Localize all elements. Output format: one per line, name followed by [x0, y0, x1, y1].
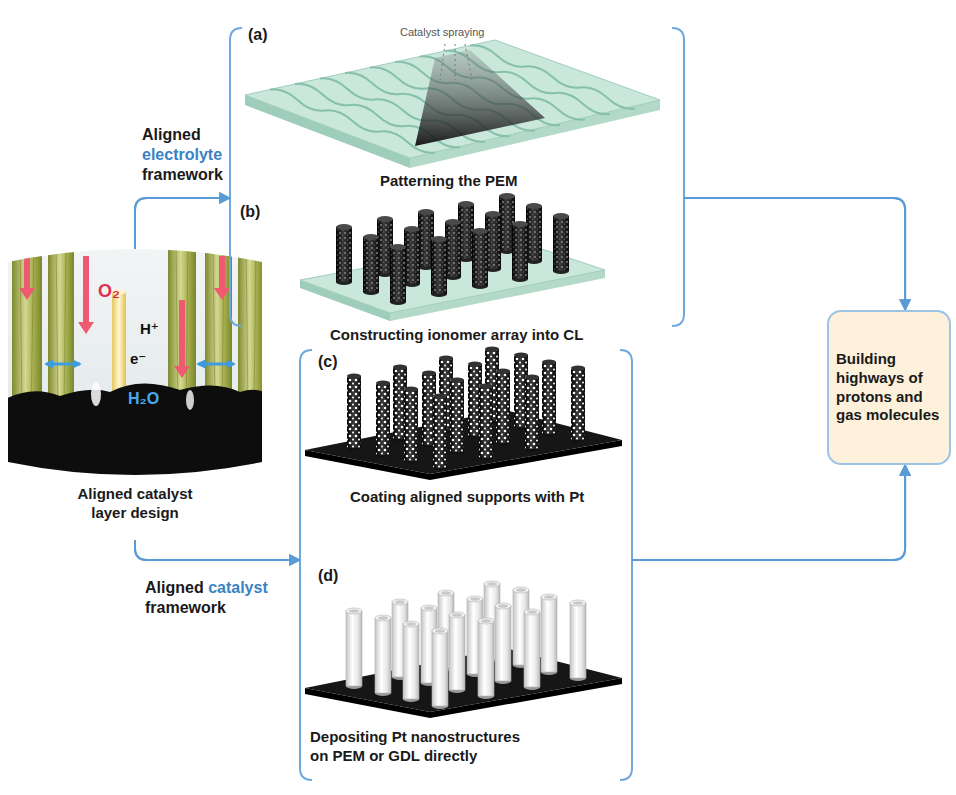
- catalyst-layer-illustration-part-part: [19, 256, 35, 300]
- flow-arrow: [135, 540, 300, 560]
- pt-nanostructures: [305, 581, 622, 718]
- label-word: Aligned: [145, 579, 204, 596]
- catalyst-layer-illustration-part-part: [214, 256, 230, 300]
- pt-nanostructures-part: [449, 612, 465, 693]
- bracket-part: [300, 350, 312, 780]
- ionomer-array-part: [336, 224, 352, 285]
- label-word: catalyst: [208, 579, 268, 596]
- ionomer-array-part: [553, 213, 569, 274]
- flow-arrow: [684, 198, 905, 310]
- result-box: Building highways of protons and gas mol…: [827, 310, 951, 465]
- panel-letter: (a): [248, 25, 268, 45]
- label-word: Aligned: [142, 126, 201, 143]
- electron-label: e⁻: [130, 350, 146, 369]
- catalyst-layer-illustration-part: [19, 256, 230, 378]
- coated-supports-part: [571, 366, 585, 443]
- catalyst-layer-illustration-part: [112, 292, 126, 392]
- pem-slab-part-part: [455, 44, 456, 80]
- ionomer-array-part: [445, 219, 461, 280]
- catalyst-layer-illustration-part-part: [174, 300, 190, 378]
- text-holder: Building highways of protons and gas mol…: [836, 350, 942, 425]
- ion-label: H⁺: [140, 320, 159, 339]
- caption: Aligned catalyst layer design: [65, 485, 205, 523]
- catalyst-layer-illustration-part: [0, 383, 270, 490]
- water-label: H₂O: [128, 389, 159, 409]
- catalyst-layer-illustration-part: [91, 382, 101, 406]
- panel-letter: (d): [318, 566, 338, 586]
- pem-slab-part: [245, 40, 660, 158]
- edge-label: Aligned catalyst framework: [145, 578, 305, 618]
- coated-supports-part: [433, 394, 447, 471]
- ionomer-array-part: [390, 244, 406, 305]
- pem-slab-part: [440, 44, 472, 80]
- caption: Depositing Pt nanostructures on PEM or G…: [310, 728, 532, 766]
- caption: Patterning the PEM: [380, 172, 518, 191]
- coated-supports-part: [347, 374, 361, 451]
- flow-arrow: [632, 465, 905, 560]
- flow-arrow: [135, 540, 300, 560]
- pem-slab-part: [270, 89, 435, 153]
- pt-nanostructures-part: [495, 603, 511, 684]
- flow-arrow: [135, 198, 230, 249]
- flow-arrow: [684, 198, 905, 310]
- ionomer-array-part: [404, 226, 420, 287]
- coated-supports-part: [404, 387, 418, 464]
- caption: Coating aligned supports with Pt: [350, 488, 584, 507]
- bracket-part: [230, 28, 242, 326]
- scheme-panel: (b) Constructing ionomer array into CL: [230, 198, 684, 348]
- bracket-part: [672, 28, 684, 326]
- pt-nanostructures-part: [375, 615, 391, 696]
- pt-nanostructures-part: [432, 628, 448, 709]
- flow-arrow: [632, 465, 905, 560]
- panel-letter: (c): [318, 352, 338, 372]
- flow-arrow: [135, 198, 230, 249]
- ionomer-array-part: [472, 228, 488, 289]
- label-word: framework: [145, 599, 226, 616]
- pt-nanostructures-part: [403, 621, 419, 702]
- scheme-panel: (a) Catalyst sprayingPatterning the PEM: [230, 22, 684, 198]
- catalyst-layer-illustration-part: [186, 390, 194, 410]
- catalyst-layer-illustration-part-part: [78, 256, 94, 334]
- scheme-panel: (d) Depositing Pt nanostructures on PEM o…: [300, 560, 632, 780]
- coated-supports-part: [542, 360, 556, 437]
- panel-letter: (b): [240, 202, 260, 222]
- pem-slab-part-part: [465, 44, 472, 80]
- label-word: framework: [142, 166, 223, 183]
- pem-slab-part-part: [440, 44, 445, 80]
- coated-supports-part: [479, 384, 493, 461]
- catalyst-layer-illustration-part-part: [198, 363, 234, 366]
- annotation: Catalyst spraying: [400, 26, 484, 40]
- coated-supports-part: [376, 381, 390, 458]
- pt-nanostructures-part: [524, 609, 540, 690]
- pem-slab-part: [415, 50, 545, 146]
- caption: Constructing ionomer array into CL: [330, 326, 583, 345]
- pem-slab: [245, 40, 660, 168]
- coated-supports-part: [496, 369, 510, 446]
- ionomer-array-part: [431, 236, 447, 297]
- pt-nanostructures-part: [541, 594, 557, 675]
- scheme-panel: (c) Coating aligned supports with Pt: [300, 348, 632, 560]
- coated-supports-part: [450, 378, 464, 455]
- ionomer-array-part: [363, 234, 379, 295]
- label-word: electrolyte: [142, 146, 222, 163]
- bracket-part: [620, 350, 632, 780]
- pt-nanostructures-part: [478, 618, 494, 699]
- coated-supports-part: [525, 375, 539, 452]
- result-text: Building highways of protons and gas mol…: [836, 350, 942, 425]
- catalyst-layer-illustration-part-part: [46, 363, 80, 366]
- ionomer-array-part: [526, 203, 542, 264]
- catalyst-layer-illustration-part: [48, 230, 74, 420]
- ionomer-array: [300, 193, 605, 321]
- pt-nanostructures-part: [346, 608, 362, 689]
- edge-label: Aligned electrolyte framework: [142, 125, 228, 185]
- coated-supports: [305, 347, 622, 481]
- bracket: [230, 28, 684, 780]
- pt-nanostructures-part: [570, 600, 586, 681]
- gas-label: O₂: [98, 280, 120, 303]
- ionomer-array-part: [512, 221, 528, 282]
